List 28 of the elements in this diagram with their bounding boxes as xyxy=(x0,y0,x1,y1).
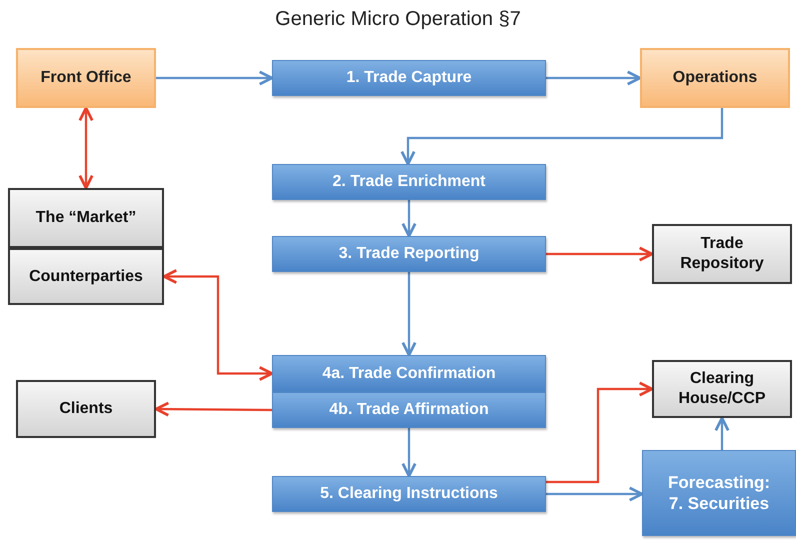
arrow xyxy=(401,428,417,478)
process-box: 5. Clearing Instructions xyxy=(272,476,546,512)
entity-box: Clients xyxy=(16,380,156,438)
process-box: 3. Trade Reporting xyxy=(272,236,546,272)
process-box: 2. Trade Enrichment xyxy=(272,164,546,200)
arrow xyxy=(401,200,417,238)
arrow xyxy=(546,381,654,484)
arrow xyxy=(714,416,730,450)
arrow xyxy=(156,70,274,86)
arrow xyxy=(78,106,94,190)
arrow xyxy=(546,70,642,86)
arrow xyxy=(401,272,417,356)
office-box: Front Office xyxy=(16,48,156,108)
arrow xyxy=(162,268,274,382)
process-box: 4a. Trade Confirmation xyxy=(272,355,546,392)
arrow xyxy=(546,486,644,502)
diagram-title: Generic Micro Operation §7 xyxy=(274,8,522,31)
entity-box: Clearing House/CCP xyxy=(652,360,792,418)
arrow xyxy=(400,108,724,166)
process-box: 1. Trade Capture xyxy=(272,60,546,96)
arrow xyxy=(154,402,272,417)
entity-box: Trade Repository xyxy=(652,224,792,284)
process-box: Forecasting: 7. Securities xyxy=(642,450,796,536)
office-box: Operations xyxy=(640,48,790,108)
entity-box: Counterparties xyxy=(8,248,164,305)
entity-box: The “Market” xyxy=(8,188,164,248)
arrow xyxy=(546,246,654,262)
process-box: 4b. Trade Affirmation xyxy=(272,392,546,428)
